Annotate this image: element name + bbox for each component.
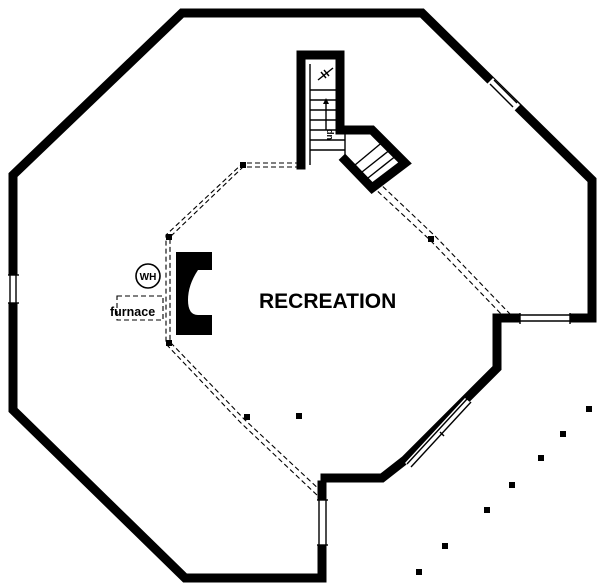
stepping-stones	[416, 406, 592, 575]
sliding-door	[405, 398, 472, 469]
furnace-outline	[116, 295, 164, 321]
recreation-room-label: RECREATION	[259, 290, 396, 313]
octagon-corner-posts	[166, 162, 434, 420]
window-top-right	[487, 78, 520, 111]
stair-up-label: up	[324, 129, 334, 140]
central-octagon-outline	[165, 162, 511, 497]
stairwell	[296, 50, 412, 194]
furnace-label: furnace	[110, 305, 155, 319]
window-bottom	[317, 499, 328, 546]
window-right	[519, 313, 571, 324]
water-heater-symbol	[135, 263, 161, 289]
water-heater-label: WH	[140, 272, 157, 283]
window-left	[8, 274, 19, 304]
fireplace	[176, 252, 212, 335]
